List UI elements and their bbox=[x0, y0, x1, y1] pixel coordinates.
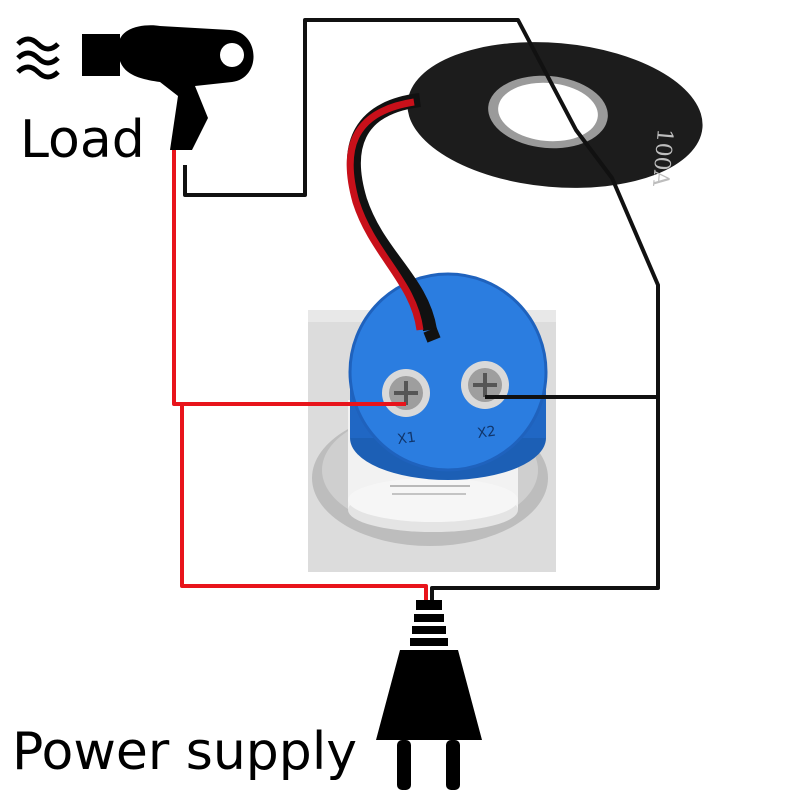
ct-rating-label: 100A bbox=[647, 127, 677, 188]
terminal-x1-screw bbox=[382, 369, 430, 417]
meter-terminal-cap bbox=[348, 272, 548, 480]
power-supply-label: Power supply bbox=[12, 722, 358, 782]
load-label: Load bbox=[20, 110, 145, 170]
power-plug-icon bbox=[376, 600, 482, 790]
terminal-x2-label: X2 bbox=[476, 424, 497, 442]
terminal-x1-label: X1 bbox=[396, 430, 417, 448]
hair-dryer-icon bbox=[16, 25, 254, 150]
live-wire bbox=[172, 150, 406, 406]
ct-lead-wires bbox=[346, 93, 441, 343]
live-wire-to-supply bbox=[180, 404, 428, 600]
terminal-x2-screw bbox=[461, 361, 509, 409]
current-transformer: 100A bbox=[407, 42, 703, 188]
neutral-wire bbox=[183, 18, 660, 600]
